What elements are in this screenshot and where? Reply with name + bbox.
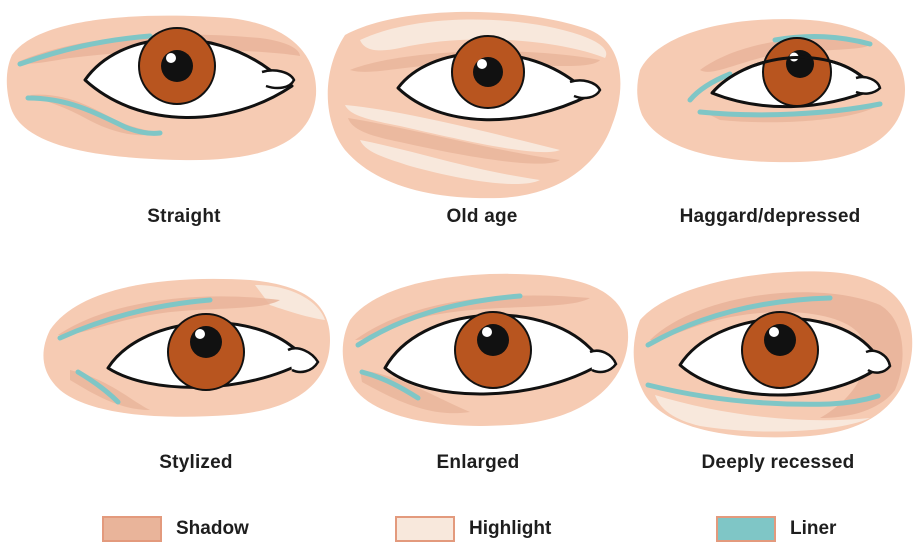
caption-deeply-recessed: Deeply recessed	[628, 452, 918, 474]
caption-straight: Straight	[34, 206, 334, 228]
caption-haggard-depressed: Haggard/depressed	[620, 206, 918, 228]
catchlight	[769, 327, 779, 337]
eye-panel-deeply-recessed	[634, 271, 913, 437]
pupil	[786, 50, 814, 78]
legend-label-highlight: Highlight	[469, 518, 551, 540]
catchlight	[195, 329, 205, 339]
caption-stylized: Stylized	[46, 452, 346, 474]
legend-highlight: Highlight	[395, 514, 551, 544]
pupil	[477, 324, 509, 356]
legend-label-shadow: Shadow	[176, 518, 249, 540]
caption-old-age: Old age	[332, 206, 632, 228]
pupil	[473, 57, 503, 87]
eye-panel-old-age	[328, 12, 621, 198]
legend-swatch-highlight	[395, 516, 455, 542]
legend-label-liner: Liner	[790, 518, 836, 540]
catchlight	[477, 59, 487, 69]
eye-panel-haggard	[637, 19, 905, 162]
eye-panel-straight	[7, 16, 316, 161]
legend-liner: Liner	[716, 514, 836, 544]
legend-swatch-shadow	[102, 516, 162, 542]
pupil	[764, 324, 796, 356]
catchlight	[482, 327, 492, 337]
eye-panel-enlarged	[343, 274, 628, 426]
catchlight	[166, 53, 176, 63]
caption-enlarged: Enlarged	[328, 452, 628, 474]
legend-shadow: Shadow	[102, 514, 249, 544]
eye-panel-stylized	[43, 279, 330, 417]
legend-swatch-liner	[716, 516, 776, 542]
pupil	[190, 326, 222, 358]
pupil	[161, 50, 193, 82]
